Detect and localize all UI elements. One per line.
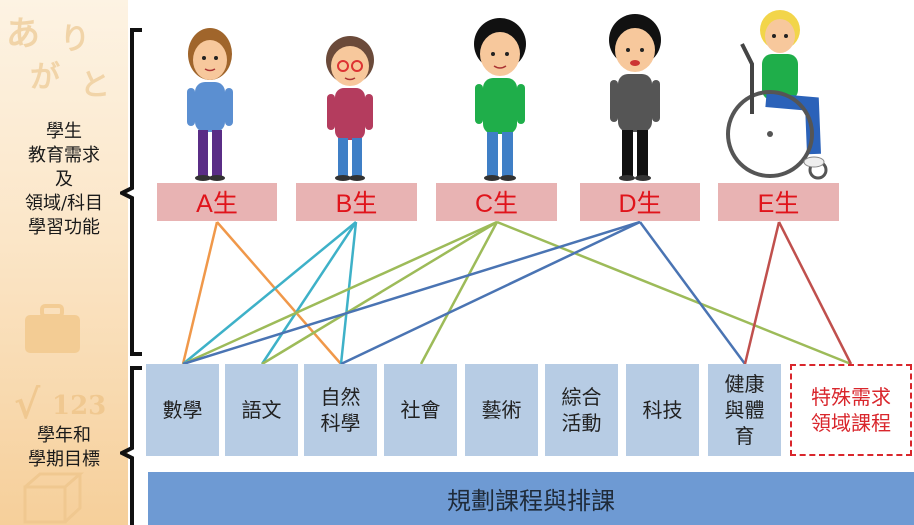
- connection-line: [638, 221, 747, 365]
- connection-line: [777, 221, 853, 365]
- decorative-hiragana-ri: り: [60, 22, 90, 57]
- label-line: 領域/科目: [24, 193, 104, 214]
- connection-line: [419, 221, 499, 365]
- student-box-c: C生: [436, 183, 557, 221]
- subject-arts: 藝術: [465, 364, 538, 456]
- connection-line: [496, 220, 852, 366]
- subject-health-pe: 健康 與體 育: [708, 364, 781, 456]
- subject-social-studies: 社會: [384, 364, 457, 456]
- student-e-wheelchair-figure: [726, 10, 828, 180]
- plan-curriculum-bar: 規劃課程與排課: [148, 472, 914, 525]
- subject-label: 綜合 活動: [561, 385, 602, 435]
- decorative-hiragana-to: と: [80, 68, 110, 103]
- decorative-hiragana-ga: が: [30, 60, 60, 95]
- lower-bracket: [120, 366, 142, 525]
- connection-line: [181, 221, 219, 365]
- label-annual-goals: 學年和 學期目標: [0, 424, 128, 472]
- label-line: 學期目標: [28, 449, 100, 470]
- student-label: E生: [757, 190, 800, 218]
- label-line: 教育需求: [28, 145, 100, 166]
- student-box-a: A生: [157, 183, 277, 221]
- decorative-cube-icon: [23, 472, 85, 524]
- subject-label: 科技: [642, 398, 683, 422]
- connection-line: [339, 221, 358, 365]
- student-a-figure: [187, 28, 233, 181]
- subject-label: 數學: [162, 398, 203, 422]
- student-label: B生: [335, 190, 378, 218]
- connection-line: [743, 221, 781, 365]
- connection-line: [260, 221, 358, 365]
- subject-integrative-activities: 綜合 活動: [545, 364, 618, 456]
- subject-special-needs: 特殊需求 領域課程: [790, 364, 912, 456]
- connection-line: [182, 220, 641, 366]
- plan-bar-label: 規劃課程與排課: [447, 487, 615, 515]
- student-c-figure: [474, 18, 526, 181]
- label-line: 學生: [46, 121, 82, 142]
- subject-label: 社會: [400, 398, 441, 422]
- student-label: D生: [618, 190, 662, 218]
- student-box-b: B生: [296, 183, 417, 221]
- connection-line: [216, 221, 342, 365]
- connection-line: [182, 221, 357, 365]
- student-box-e: E生: [718, 183, 839, 221]
- subject-math: 數學: [146, 364, 219, 456]
- connection-line: [182, 220, 498, 366]
- label-line: 學習功能: [28, 217, 100, 238]
- subject-technology: 科技: [626, 364, 699, 456]
- subject-label: 健康 與體 育: [724, 372, 765, 448]
- label-line: 及: [55, 169, 73, 190]
- decorative-side-strip: あ り が と √ 123: [0, 0, 128, 525]
- student-label: C生: [474, 190, 519, 218]
- student-box-d: D生: [580, 183, 700, 221]
- connection-line: [261, 220, 498, 366]
- svg-text:123: 123: [52, 391, 106, 421]
- subject-label: 自然 科學: [320, 385, 361, 435]
- student-d-figure: [609, 14, 661, 181]
- subject-language: 語文: [225, 364, 298, 456]
- subject-label: 藝術: [481, 398, 522, 422]
- subject-label: 特殊需求 領域課程: [811, 385, 891, 435]
- student-label: A生: [196, 190, 238, 218]
- label-student-needs: 學生 教育需求 及 領域/科目 學習功能: [0, 120, 128, 240]
- decorative-sqrt-icon: √ 123: [14, 381, 106, 428]
- decorative-hiragana-a: あ: [6, 14, 40, 54]
- svg-text:√: √: [14, 381, 41, 428]
- subject-label: 語文: [241, 398, 282, 422]
- upper-bracket: [120, 28, 142, 356]
- student-b-figure: [326, 36, 374, 181]
- connection-line: [340, 220, 641, 366]
- label-line: 學年和: [37, 425, 91, 446]
- subject-natural-science: 自然 科學: [304, 364, 377, 456]
- decorative-briefcase-icon: [25, 304, 80, 353]
